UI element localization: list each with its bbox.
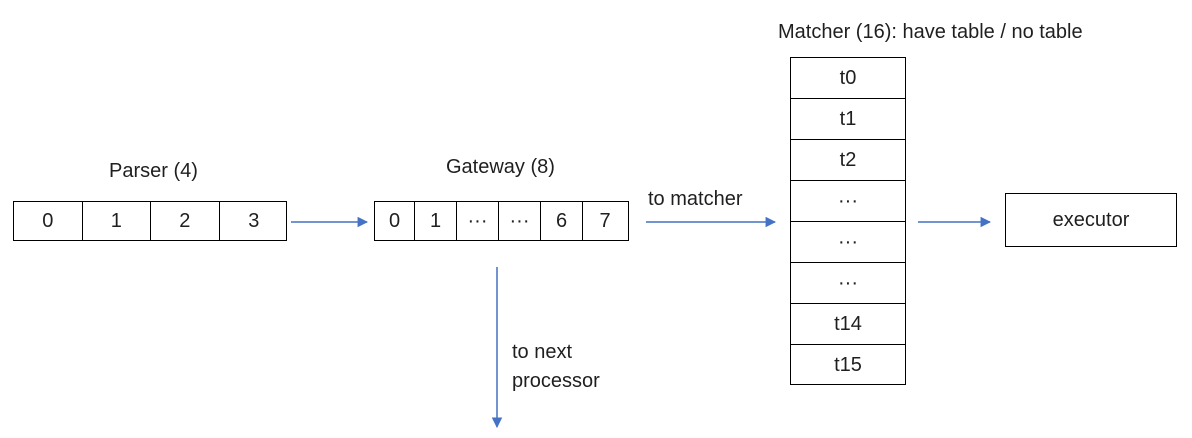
gateway-cell-5: 7: [599, 209, 611, 232]
gateway-cell-3: ···: [499, 202, 541, 240]
edge-label-to-next-processor-line1: to next: [512, 341, 573, 363]
gateway-cell-2: ···: [457, 202, 499, 240]
matcher-cell-ellipsis-3: ···: [791, 263, 905, 304]
parser-array: 0 1 2 3: [13, 201, 287, 241]
parser-cell-1: 1: [83, 202, 151, 240]
edge-label-to-matcher: to matcher: [648, 188, 743, 210]
matcher-cell-t14: t14: [791, 304, 905, 345]
gateway-cell-1: 1: [415, 202, 457, 240]
matcher-table: t0 t1 t2 ··· ··· ··· t14 t15: [790, 57, 906, 385]
gateway-title: Gateway (8): [446, 156, 555, 178]
matcher-cell-ellipsis-1: ···: [791, 181, 905, 222]
gateway-array: 0 1 ··· ··· 6 7: [374, 201, 629, 241]
gateway-cell-4: 6: [541, 202, 583, 240]
gateway-cell-0: 0: [375, 202, 415, 240]
parser-cell-0: 0: [14, 202, 83, 240]
matcher-cell-t15: t15: [834, 354, 862, 376]
parser-cell-3: 3: [248, 209, 260, 232]
parser-title: Parser (4): [109, 160, 198, 182]
matcher-cell-t0: t0: [791, 58, 905, 99]
matcher-title: Matcher (16): have table / no table: [778, 21, 1083, 43]
parser-cell-2: 2: [151, 202, 220, 240]
matcher-cell-ellipsis-2: ···: [791, 222, 905, 263]
edge-label-to-next-processor-line2: processor: [512, 370, 600, 392]
matcher-cell-t2: t2: [791, 140, 905, 181]
executor-box: executor: [1005, 193, 1177, 247]
matcher-cell-t1: t1: [791, 99, 905, 140]
